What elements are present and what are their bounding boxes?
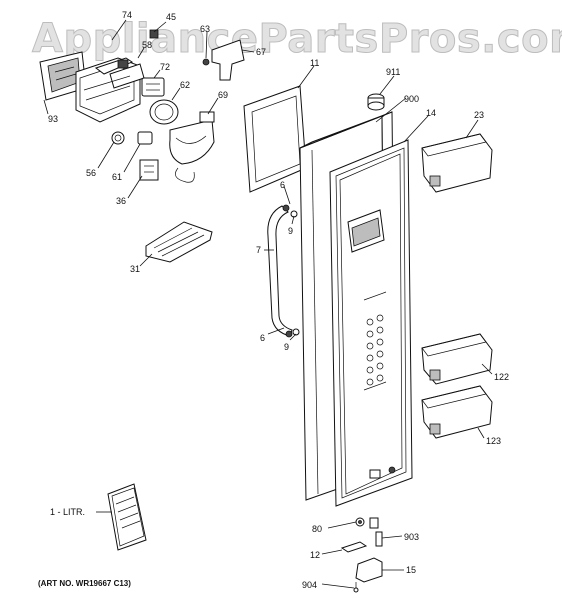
- label-9-bottom: 9: [284, 342, 289, 352]
- label-9-top: 9: [288, 226, 293, 236]
- cup-guard-31: [145, 221, 213, 263]
- label-93: 93: [48, 114, 58, 124]
- bin-23: [421, 133, 493, 193]
- literature-booklet-1: [107, 483, 147, 551]
- label-6-bottom: 6: [260, 333, 265, 343]
- label-58: 58: [142, 40, 152, 50]
- dispenser-housing: [75, 29, 159, 123]
- label-15: 15: [406, 565, 416, 575]
- art-number: (ART NO. WR19667 C13): [38, 579, 131, 588]
- cap-911: [367, 93, 385, 111]
- parts-56-61-36: [111, 131, 159, 181]
- label-56: 56: [86, 168, 96, 178]
- label-67: 67: [256, 47, 266, 57]
- door-shelf-rails: [363, 291, 387, 391]
- label-45: 45: [166, 12, 176, 22]
- watermark-text: AppliancePartsPros.com: [32, 16, 562, 62]
- label-6-top: 6: [280, 180, 285, 190]
- label-31: 31: [130, 264, 140, 274]
- label-122: 122: [494, 372, 509, 382]
- bin-123: [421, 385, 493, 439]
- leader-lines: [43, 19, 493, 589]
- label-903: 903: [404, 532, 419, 542]
- ring-62: [149, 99, 179, 125]
- label-14: 14: [426, 108, 436, 118]
- bracket-67: [202, 39, 245, 81]
- label-72: 72: [160, 62, 170, 72]
- motor-72: [141, 77, 165, 97]
- bottom-hinge-parts: [340, 517, 383, 593]
- door-dispenser-recess: [347, 209, 385, 253]
- label-7: 7: [256, 245, 261, 255]
- label-123: 123: [486, 436, 501, 446]
- label-36: 36: [116, 196, 126, 206]
- inner-panel-11: [243, 85, 307, 193]
- label-904: 904: [302, 580, 317, 590]
- label-63: 63: [200, 24, 210, 34]
- label-12: 12: [310, 550, 320, 560]
- label-911: 911: [386, 67, 400, 77]
- label-11: 11: [310, 58, 319, 68]
- label-61: 61: [112, 172, 122, 182]
- label-62: 62: [180, 80, 190, 90]
- door-bottom-hinge: [369, 466, 396, 479]
- control-panel-93: [39, 51, 87, 101]
- bin-122: [421, 333, 493, 385]
- label-80: 80: [312, 524, 322, 534]
- label-69: 69: [218, 90, 228, 100]
- handle-7: [267, 204, 300, 338]
- gasket-14: [329, 139, 413, 507]
- label-1-litr: 1 - LITR.: [50, 507, 85, 517]
- label-23: 23: [474, 110, 484, 120]
- chute-69: [169, 111, 215, 183]
- label-900: 900: [404, 94, 419, 104]
- label-74: 74: [122, 10, 132, 20]
